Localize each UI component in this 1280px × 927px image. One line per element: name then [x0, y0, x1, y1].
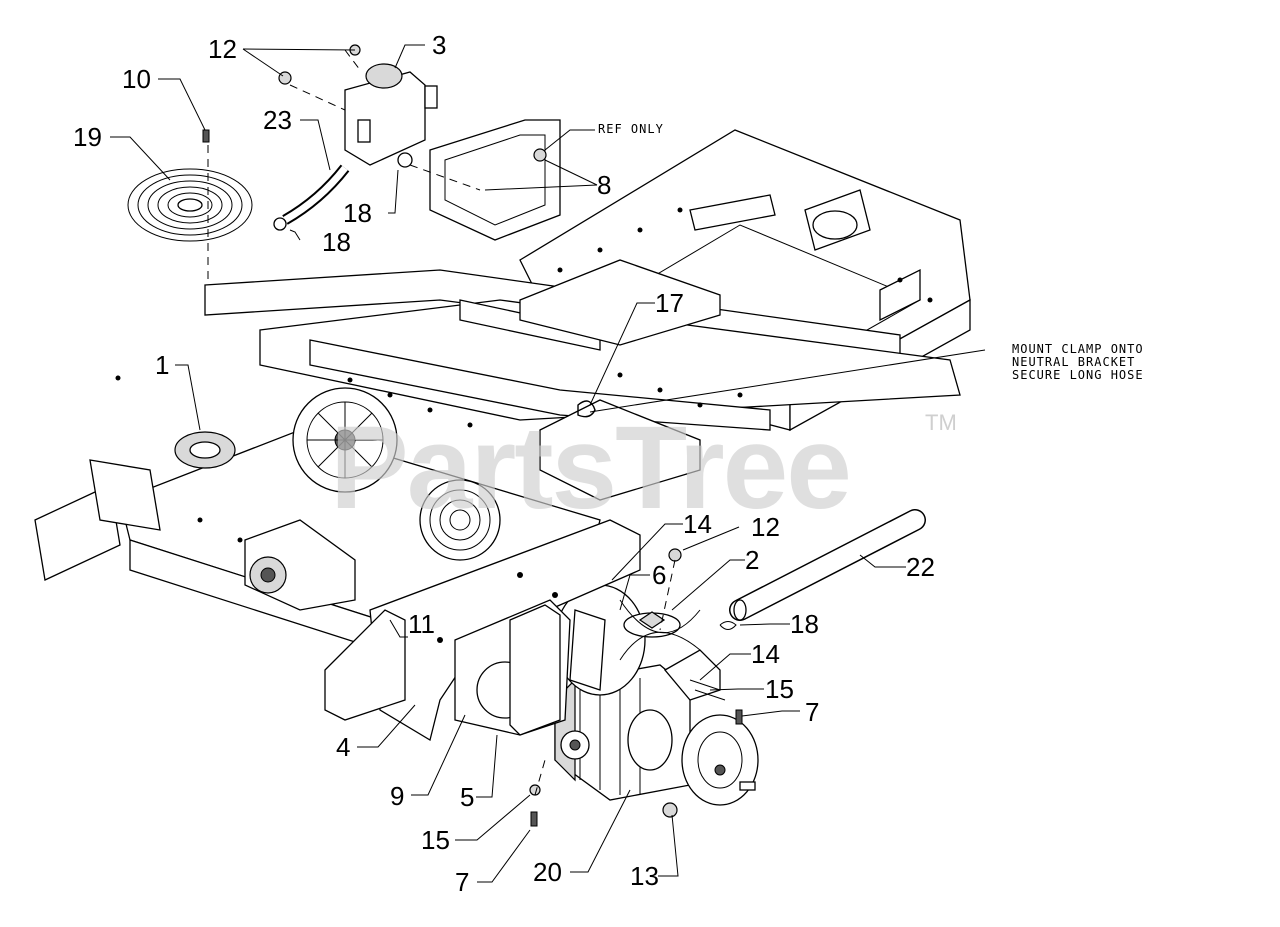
- callout-22: 22: [906, 552, 935, 582]
- callout-11: 11: [408, 609, 435, 639]
- callout-1: 1: [155, 350, 169, 380]
- callout-13: 13: [630, 861, 659, 891]
- hydraulic-reservoir-part-3: [344, 63, 438, 166]
- callout-6: 6: [652, 560, 666, 590]
- callout-19: 19: [73, 122, 102, 152]
- hydro-transmission-part-20: [554, 649, 759, 806]
- drive-pulley-part-1: [174, 431, 236, 469]
- callout-7-b: 7: [455, 867, 469, 897]
- callout-10: 10: [122, 64, 151, 94]
- callout-3: 3: [432, 30, 446, 60]
- transmission-mount-plates: [324, 519, 641, 742]
- ref-only-note: REF ONLY: [598, 122, 664, 136]
- callout-17: 17: [655, 288, 684, 318]
- partstree-watermark: PartsTree: [330, 402, 850, 534]
- chassis-frame: [34, 129, 971, 651]
- callout-23: 23: [263, 105, 292, 135]
- callout-12-a: 12: [208, 34, 237, 64]
- mount-clamp-note-line-2: NEUTRAL BRACKET: [1012, 355, 1135, 369]
- callout-labels: 12 3 10 23 19 8 18 18 17 1 14 12 2 22 6 …: [73, 30, 935, 897]
- callout-15-b: 15: [421, 825, 450, 855]
- callout-18-c: 18: [790, 609, 819, 639]
- leader-lines: [110, 44, 986, 883]
- callout-2: 2: [745, 545, 759, 575]
- mount-clamp-note-line-3: SECURE LONG HOSE: [1012, 368, 1144, 382]
- clamp-part-17: [577, 400, 596, 418]
- frame-cooling-fans: [292, 387, 501, 561]
- mount-clamp-note-line-1: MOUNT CLAMP ONTO: [1012, 342, 1144, 356]
- front-transmission-mount: [244, 519, 356, 611]
- callout-7-a: 7: [805, 697, 819, 727]
- callout-20: 20: [533, 857, 562, 887]
- callout-14-b: 14: [751, 639, 780, 669]
- fan-screen-part-19: [127, 168, 253, 242]
- assembly-lines: [207, 49, 676, 796]
- callout-4: 4: [336, 732, 350, 762]
- trademark-symbol: TM: [925, 410, 957, 435]
- callout-12-b: 12: [751, 512, 780, 542]
- callout-18-b: 18: [322, 227, 351, 257]
- callout-15-a: 15: [765, 674, 794, 704]
- callout-8: 8: [597, 170, 611, 200]
- callout-18-a: 18: [343, 198, 372, 228]
- callout-9: 9: [390, 781, 404, 811]
- callout-5: 5: [460, 782, 474, 812]
- transmission-fan-part-6: [554, 584, 701, 696]
- hose-part-23: [273, 152, 413, 231]
- axle-rod-part-22: [729, 509, 926, 621]
- callout-14-a: 14: [683, 509, 712, 539]
- reservoir-bracket-part-8: [429, 119, 561, 241]
